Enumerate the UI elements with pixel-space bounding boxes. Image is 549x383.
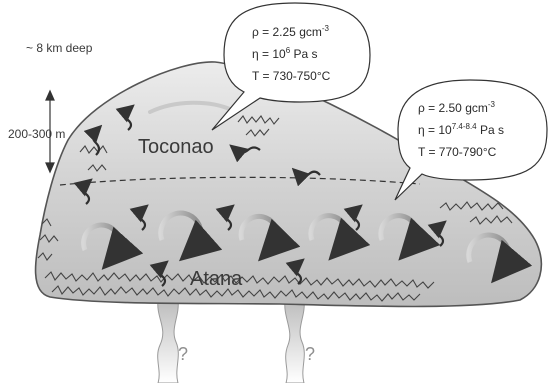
feeder-question-right: ? — [305, 344, 315, 364]
toconao-label: Toconao — [138, 136, 214, 158]
feeder-dyke-left — [158, 300, 179, 383]
atana-density: ρ = 2.50 gcm-3 — [418, 100, 496, 115]
feeder-question-left: ? — [178, 344, 188, 364]
feeder-dyke-right — [285, 300, 305, 383]
thickness-label: 200-300 m — [8, 127, 65, 141]
toconao-viscosity: η = 106 Pa s — [252, 46, 318, 61]
toconao-temperature: T = 730-750°C — [252, 69, 331, 83]
toconao-density: ρ = 2.25 gcm-3 — [252, 24, 330, 39]
atana-temperature: T = 770-790°C — [418, 145, 497, 159]
depth-note: ~ 8 km deep — [26, 41, 93, 55]
atana-label: Atana — [190, 268, 243, 290]
